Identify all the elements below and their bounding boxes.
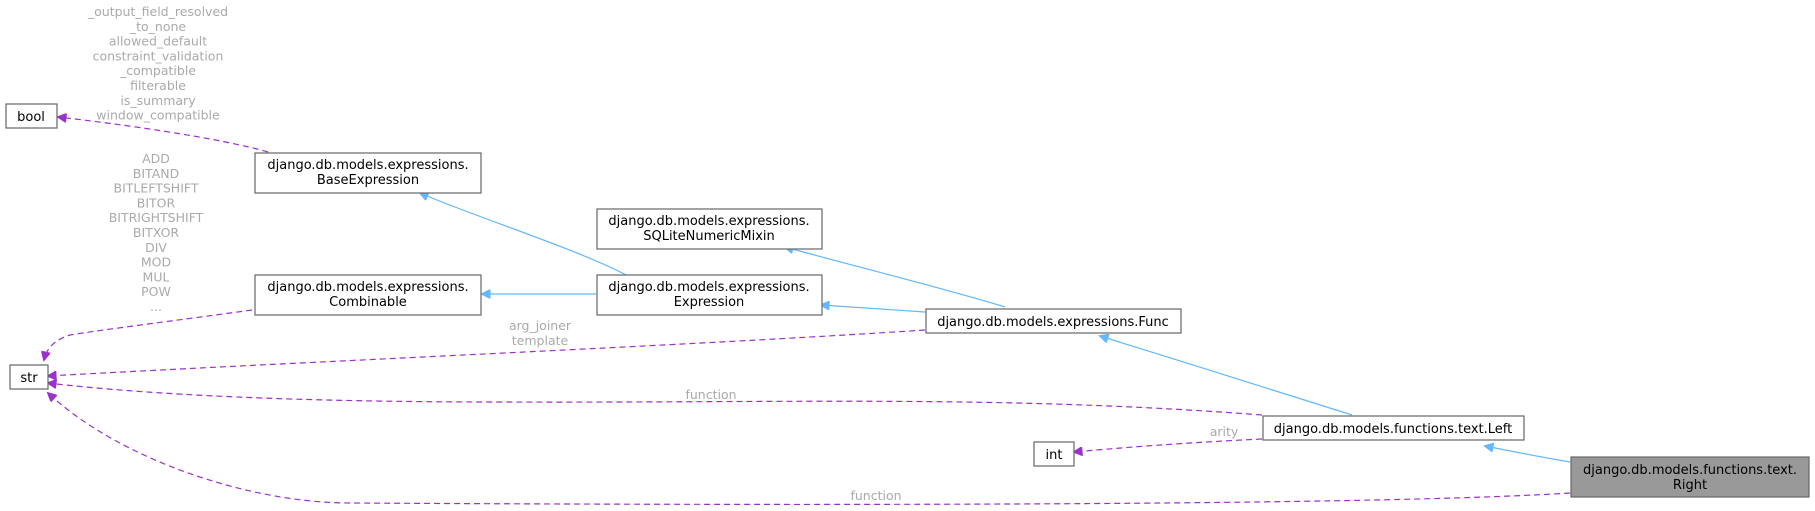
edge-label-combinable-str-line: BITRIGHTSHIFT bbox=[109, 210, 204, 225]
class-node-bool-label-line: bool bbox=[17, 110, 45, 125]
svg-text:django.db.models.expressions.B: django.db.models.expressions.BaseExpress… bbox=[267, 158, 468, 188]
class-node-func-label-line: django.db.models.expressions.Func bbox=[937, 315, 1169, 330]
edge-label-combinable-str-line: MOD bbox=[141, 255, 171, 270]
edge-func-to-str bbox=[48, 329, 926, 376]
edge-label-left-str-line: function bbox=[685, 387, 736, 402]
edge-label-base-expression-bool-line: constraint_validation bbox=[93, 48, 224, 63]
svg-text:django.db.models.expressions.F: django.db.models.expressions.Func bbox=[937, 315, 1169, 330]
edge-func-to-expression bbox=[821, 305, 926, 313]
edge-right-to-str bbox=[48, 393, 1571, 506]
class-node-expression-label-line: django.db.models.expressions. bbox=[608, 280, 809, 295]
class-node-expression-label-line: Expression bbox=[674, 295, 745, 310]
inheritance-edges bbox=[420, 193, 1571, 463]
edge-label-left-int-line: arity bbox=[1210, 424, 1239, 439]
edge-label-left-int: arity bbox=[1210, 424, 1239, 439]
svg-text:django.db.models.expressions.C: django.db.models.expressions.Combinable bbox=[267, 280, 468, 310]
edge-label-func-str-line: template bbox=[512, 333, 569, 348]
edge-label-combinable-str-line: BITXOR bbox=[133, 225, 180, 240]
edge-label-base-expression-bool-line: allowed_default bbox=[109, 34, 207, 49]
svg-text:bool: bool bbox=[17, 110, 45, 125]
svg-text:str: str bbox=[20, 371, 38, 386]
usage-edges bbox=[44, 117, 1571, 506]
edge-label-left-str: function bbox=[685, 387, 736, 402]
edge-func-to-sqlite-numeric-mixin bbox=[785, 247, 1006, 308]
edge-left-to-func bbox=[1100, 336, 1353, 416]
svg-text:django.db.models.expressions.E: django.db.models.expressions.Expression bbox=[608, 280, 809, 310]
class-node-left[interactable]: django.db.models.functions.text.Left bbox=[1262, 415, 1525, 441]
class-node-bool[interactable]: bool bbox=[5, 103, 58, 129]
svg-text:django.db.models.expressions.S: django.db.models.expressions.SQLiteNumer… bbox=[608, 214, 809, 244]
edge-label-combinable-str-line: BITAND bbox=[133, 166, 179, 181]
svg-text:django.db.models.functions.tex: django.db.models.functions.text.Left bbox=[1274, 422, 1512, 437]
edge-label-base-expression-bool-line: filterable bbox=[130, 78, 186, 93]
class-node-right[interactable]: django.db.models.functions.text.Right bbox=[1570, 456, 1810, 498]
class-node-base-expression-label-line: BaseExpression bbox=[317, 173, 419, 188]
class-node-int-label-line: int bbox=[1046, 448, 1063, 463]
edge-combinable-to-str bbox=[44, 309, 253, 360]
edge-label-combinable-str-line: BITLEFTSHIFT bbox=[114, 181, 199, 196]
svg-text:django.db.models.functions.tex: django.db.models.functions.text.Right bbox=[1583, 463, 1797, 493]
class-node-right-label-line: django.db.models.functions.text. bbox=[1583, 463, 1797, 478]
class-node-int[interactable]: int bbox=[1033, 441, 1075, 467]
edge-label-base-expression-bool-line: _to_none bbox=[129, 19, 187, 34]
edge-label-combinable-str-line: BITOR bbox=[137, 195, 176, 210]
edge-label-base-expression-bool-line: window_compatible bbox=[96, 108, 220, 123]
class-node-combinable-label-line: django.db.models.expressions. bbox=[267, 280, 468, 295]
edge-label-func-str-line: arg_joiner bbox=[509, 318, 572, 333]
edge-expression-to-base-expression bbox=[420, 193, 629, 277]
class-node-combinable-label-line: Combinable bbox=[329, 295, 407, 310]
edge-label-combinable-str-line: DIV bbox=[145, 240, 167, 255]
edge-label-combinable-str-line: ... bbox=[150, 299, 162, 314]
edge-label-right-str-line: function bbox=[850, 488, 901, 503]
class-node-base-expression[interactable]: django.db.models.expressions.BaseExpress… bbox=[254, 152, 482, 194]
edge-label-combinable-str-line: MUL bbox=[143, 269, 170, 284]
edge-right-to-left bbox=[1485, 446, 1571, 463]
class-node-sqlite-numeric-mixin-label-line: django.db.models.expressions. bbox=[608, 214, 809, 229]
class-node-expression[interactable]: django.db.models.expressions.Expression bbox=[596, 274, 823, 316]
class-node-combinable[interactable]: django.db.models.expressions.Combinable bbox=[254, 274, 482, 316]
class-node-sqlite-numeric-mixin[interactable]: django.db.models.expressions.SQLiteNumer… bbox=[596, 208, 823, 250]
svg-text:int: int bbox=[1046, 448, 1063, 463]
edge-label-right-str: function bbox=[850, 488, 901, 503]
edge-label-base-expression-bool-line: is_summary bbox=[120, 93, 196, 108]
edge-label-base-expression-bool-line: _compatible bbox=[119, 63, 196, 78]
edge-label-combinable-str-line: POW bbox=[141, 284, 171, 299]
edge-left-to-str bbox=[48, 383, 1263, 416]
class-node-base-expression-label-line: django.db.models.expressions. bbox=[267, 158, 468, 173]
edge-label-base-expression-bool-line: _output_field_resolved bbox=[87, 4, 228, 19]
class-node-left-label-line: django.db.models.functions.text.Left bbox=[1274, 422, 1512, 437]
class-node-func[interactable]: django.db.models.expressions.Func bbox=[925, 308, 1182, 334]
class-node-str[interactable]: str bbox=[9, 364, 49, 390]
class-node-str-label-line: str bbox=[20, 371, 38, 386]
class-node-right-label-line: Right bbox=[1673, 478, 1707, 493]
edge-label-combinable-str-line: ADD bbox=[142, 151, 170, 166]
edge-left-to-int bbox=[1074, 438, 1263, 452]
edge-base-expression-to-bool bbox=[58, 117, 269, 153]
class-node-sqlite-numeric-mixin-label-line: SQLiteNumericMixin bbox=[643, 229, 775, 244]
